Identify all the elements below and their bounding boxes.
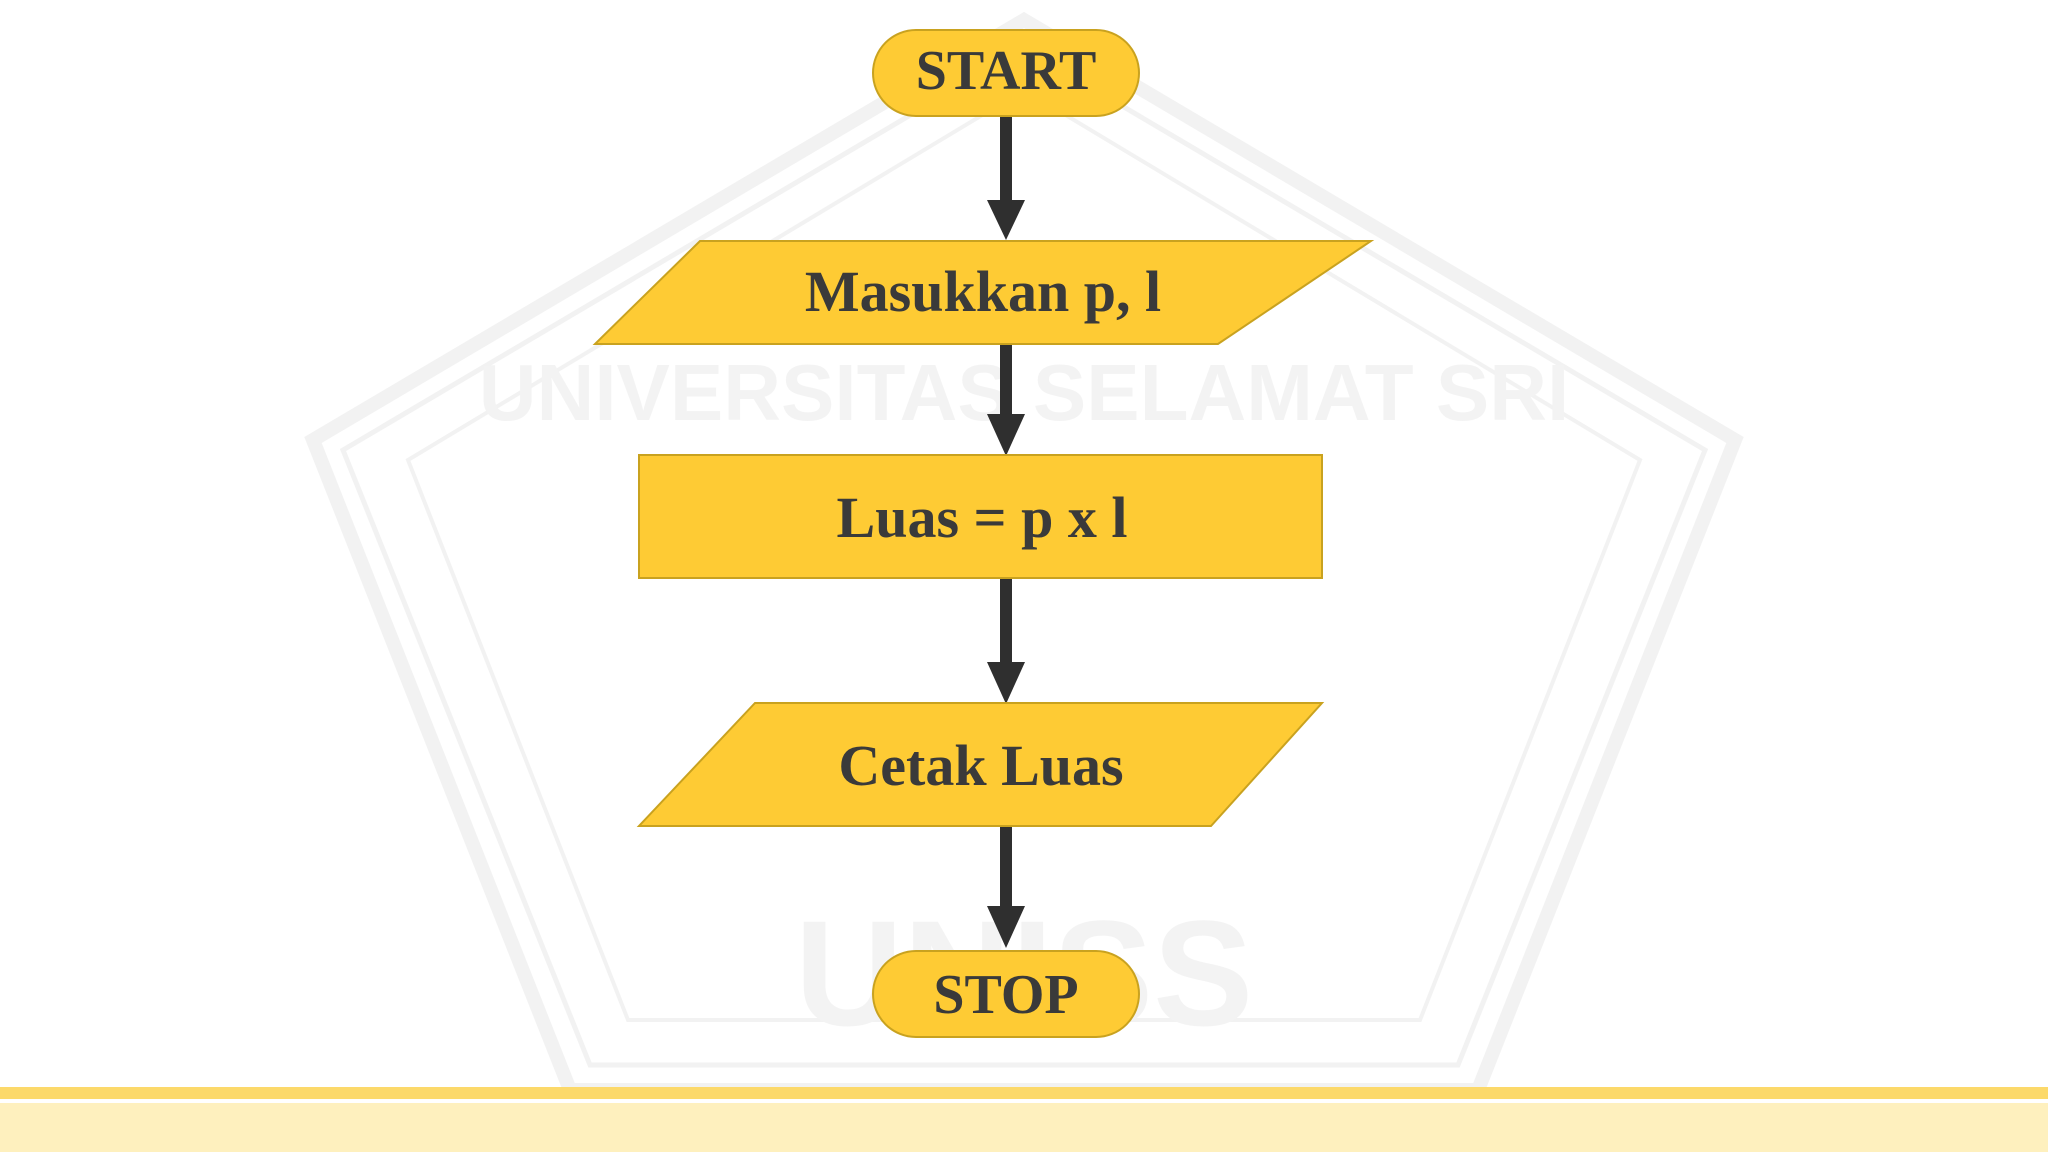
input-parallelogram-shape bbox=[592, 240, 1375, 345]
output-parallelogram-shape bbox=[636, 702, 1325, 827]
arrow-output-to-stop bbox=[987, 826, 1025, 948]
input-label: Masukkan p, l bbox=[805, 259, 1161, 324]
output-label: Cetak Luas bbox=[838, 733, 1123, 798]
arrow-process-to-output bbox=[987, 578, 1025, 704]
flow-arrows bbox=[987, 116, 1025, 948]
node-process: Luas = p x l bbox=[638, 454, 1323, 579]
arrow-start-to-input bbox=[987, 116, 1025, 240]
process-label: Luas = p x l bbox=[837, 485, 1128, 550]
node-input: Masukkan p, l bbox=[592, 240, 1375, 345]
stop-terminator-shape bbox=[872, 950, 1140, 1038]
start-terminator-shape bbox=[872, 29, 1140, 117]
start-label: START bbox=[916, 40, 1097, 102]
footer-accent-bar bbox=[0, 1087, 2048, 1152]
node-stop: STOP bbox=[872, 950, 1140, 1038]
stop-label: STOP bbox=[933, 964, 1078, 1026]
watermark-top-text: UNIVERSITAS SELAMAT SRI bbox=[479, 348, 1569, 437]
process-rectangle-shape bbox=[638, 454, 1323, 579]
node-start: START bbox=[872, 29, 1140, 117]
node-output: Cetak Luas bbox=[636, 702, 1325, 827]
arrow-input-to-process bbox=[987, 344, 1025, 456]
